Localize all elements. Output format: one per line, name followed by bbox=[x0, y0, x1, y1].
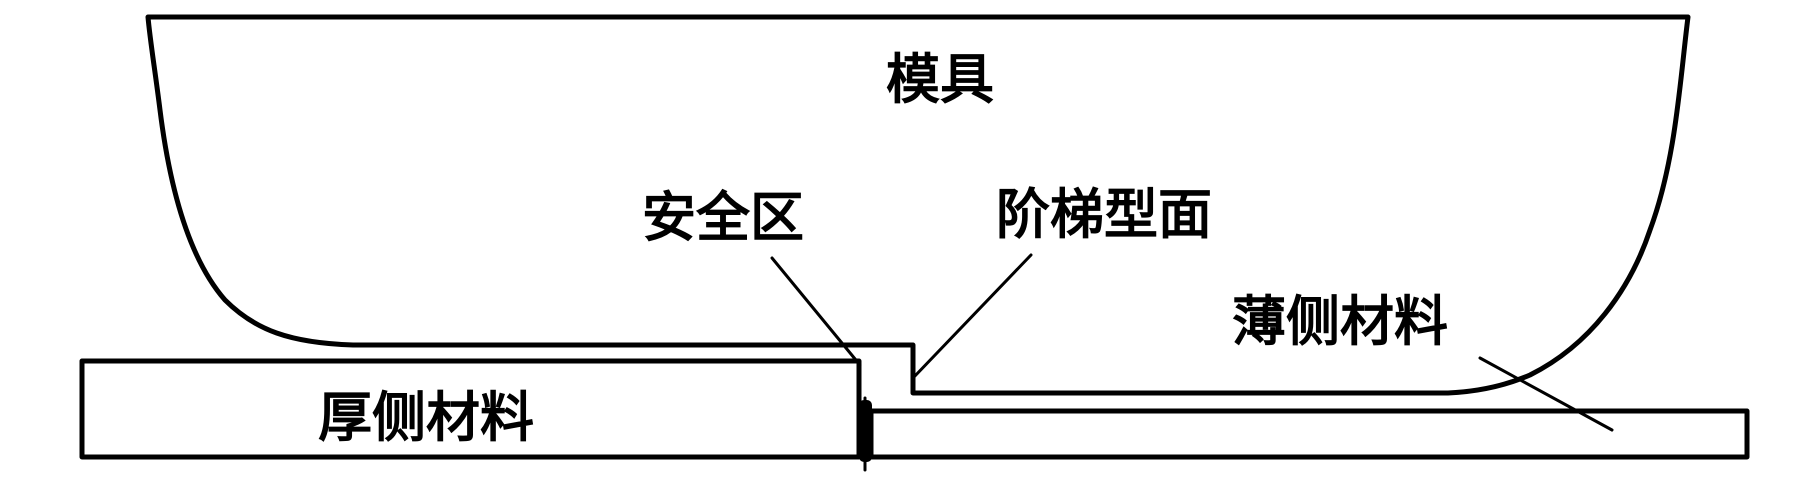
thin-material-leader bbox=[1478, 356, 1614, 432]
stepped-surface-label: 阶梯型面 bbox=[996, 183, 1212, 246]
thin-side-plate bbox=[868, 408, 1750, 460]
mold-label: 模具 bbox=[886, 48, 994, 111]
thick-side-material-label: 厚侧材料 bbox=[318, 386, 534, 449]
stepped-surface-leader bbox=[911, 253, 1033, 380]
safe-zone-label: 安全区 bbox=[642, 186, 804, 249]
mold-outline bbox=[145, 14, 1691, 396]
safe-zone-leader bbox=[770, 256, 862, 367]
thin-side-material-label: 薄侧材料 bbox=[1232, 290, 1448, 353]
